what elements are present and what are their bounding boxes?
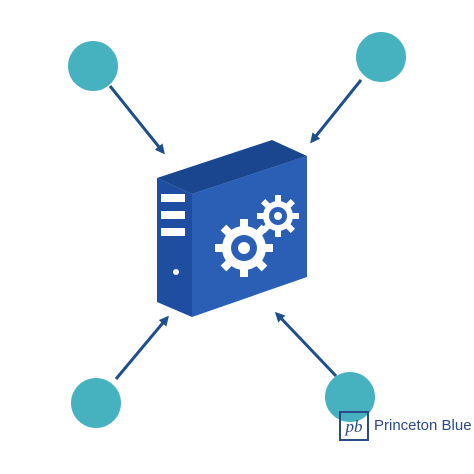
gear-icon	[215, 219, 273, 277]
arrow-top-right	[310, 79, 363, 144]
gear-icon	[257, 195, 299, 237]
node-top-right	[356, 32, 406, 82]
arrow-top-left	[108, 85, 165, 155]
logo-text: Princeton Blue	[374, 417, 472, 434]
svg-text:pb: pb	[345, 417, 363, 436]
princeton-blue-logo: pb Princeton Blue	[339, 411, 472, 441]
pb-logo-mark: pb	[339, 411, 369, 441]
node-top-left	[68, 41, 118, 91]
arrow-bottom-left	[114, 315, 169, 380]
node-bottom-left	[71, 378, 121, 428]
arrow-bottom-right	[274, 311, 338, 378]
node-bottom-right	[325, 372, 375, 422]
